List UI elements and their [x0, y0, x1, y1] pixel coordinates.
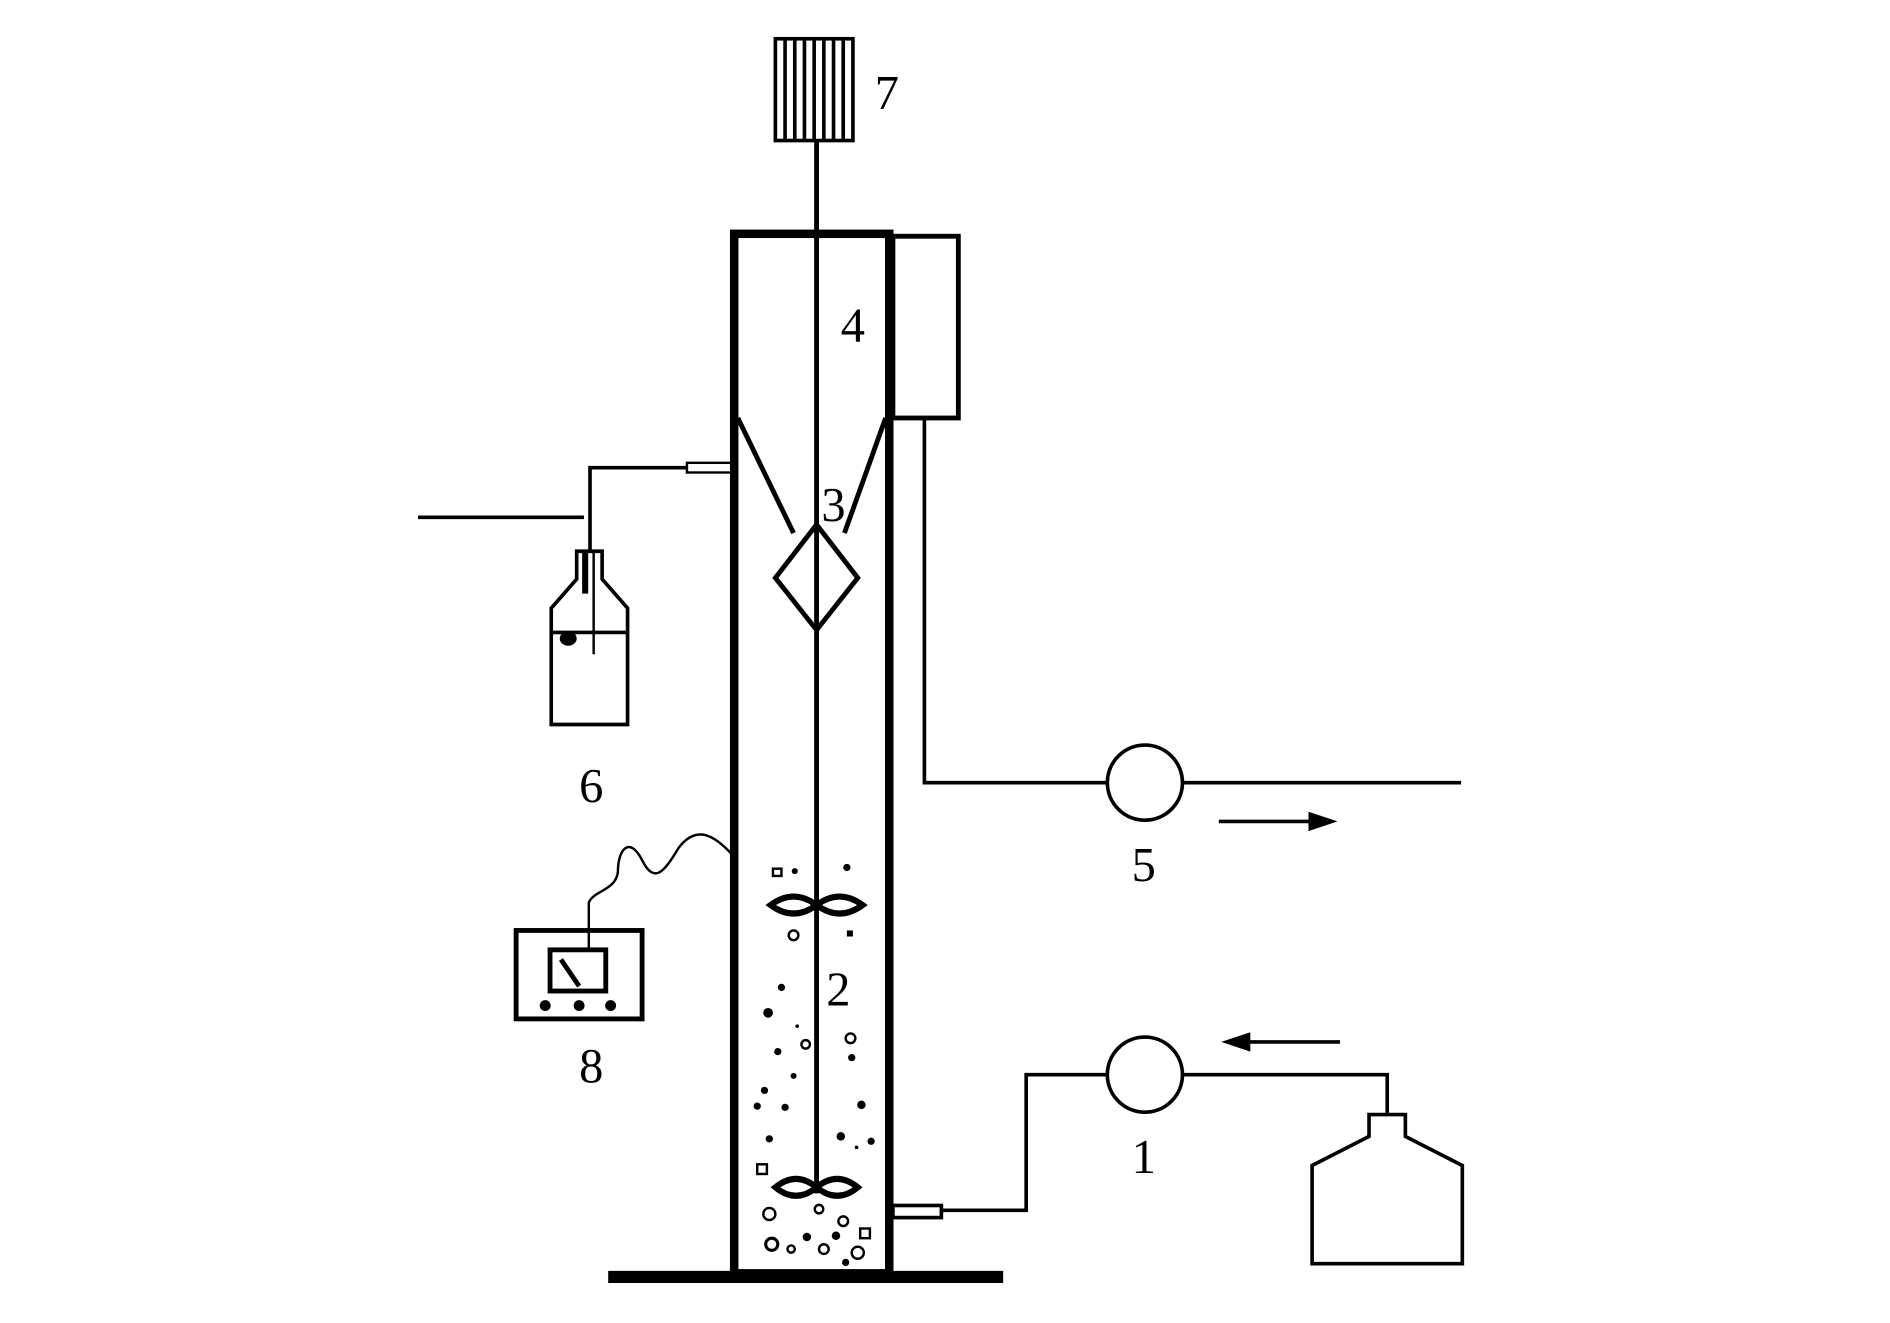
three-phase-separator [735, 416, 888, 634]
motor [773, 36, 855, 143]
influent-pump[interactable] [1105, 1035, 1185, 1115]
sludge-granules [753, 863, 875, 1267]
meter [513, 928, 645, 1022]
impeller-lower [770, 1175, 863, 1199]
inlet-port [891, 1203, 944, 1220]
label-separator: 3 [821, 479, 845, 532]
label-influent-pump: 1 [1132, 1131, 1156, 1184]
impeller-upper [765, 893, 868, 917]
effluent-pump[interactable] [1105, 743, 1185, 823]
label-motor: 7 [875, 67, 899, 120]
reactor-column [729, 229, 894, 1278]
inflow-arrow-icon [1221, 1032, 1340, 1052]
outflow-arrow-icon [1218, 811, 1338, 832]
label-effluent-pump: 5 [1132, 839, 1156, 892]
label-settling-zone: 4 [841, 300, 865, 353]
gas-pipe [588, 465, 687, 552]
label-gas-bottle: 6 [579, 760, 603, 813]
label-meter: 8 [579, 1040, 603, 1093]
gas-outlet-port [685, 461, 733, 474]
feed-line [1182, 1072, 1390, 1115]
overflow-weir-box [890, 233, 961, 421]
effluent-pipe [922, 417, 1108, 785]
label-reactor-zone: 2 [826, 964, 850, 1017]
gas-collection-bottle [549, 549, 630, 727]
influent-pipe [941, 1072, 1108, 1213]
feed-tank [1310, 1112, 1465, 1266]
sensor-cable [587, 833, 733, 952]
